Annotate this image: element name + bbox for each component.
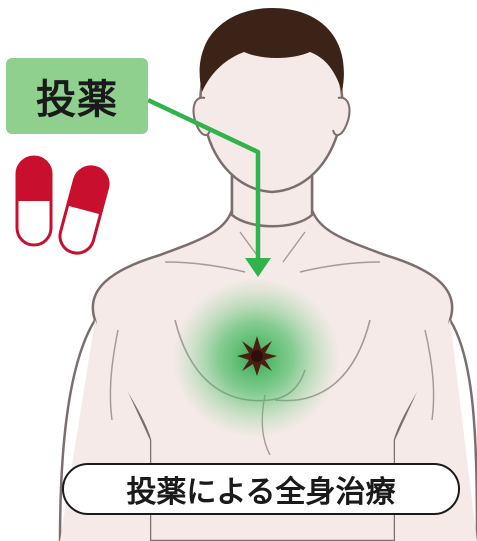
tumor-icon bbox=[237, 336, 277, 376]
label-box: 投薬 bbox=[6, 58, 148, 134]
caption-text: 投薬による全身治療 bbox=[126, 467, 395, 511]
capsule-icon bbox=[17, 157, 51, 245]
capsule-icon bbox=[56, 163, 112, 257]
treatment-label: 投薬 bbox=[36, 67, 118, 125]
caption-box: 投薬による全身治療 bbox=[62, 463, 460, 515]
